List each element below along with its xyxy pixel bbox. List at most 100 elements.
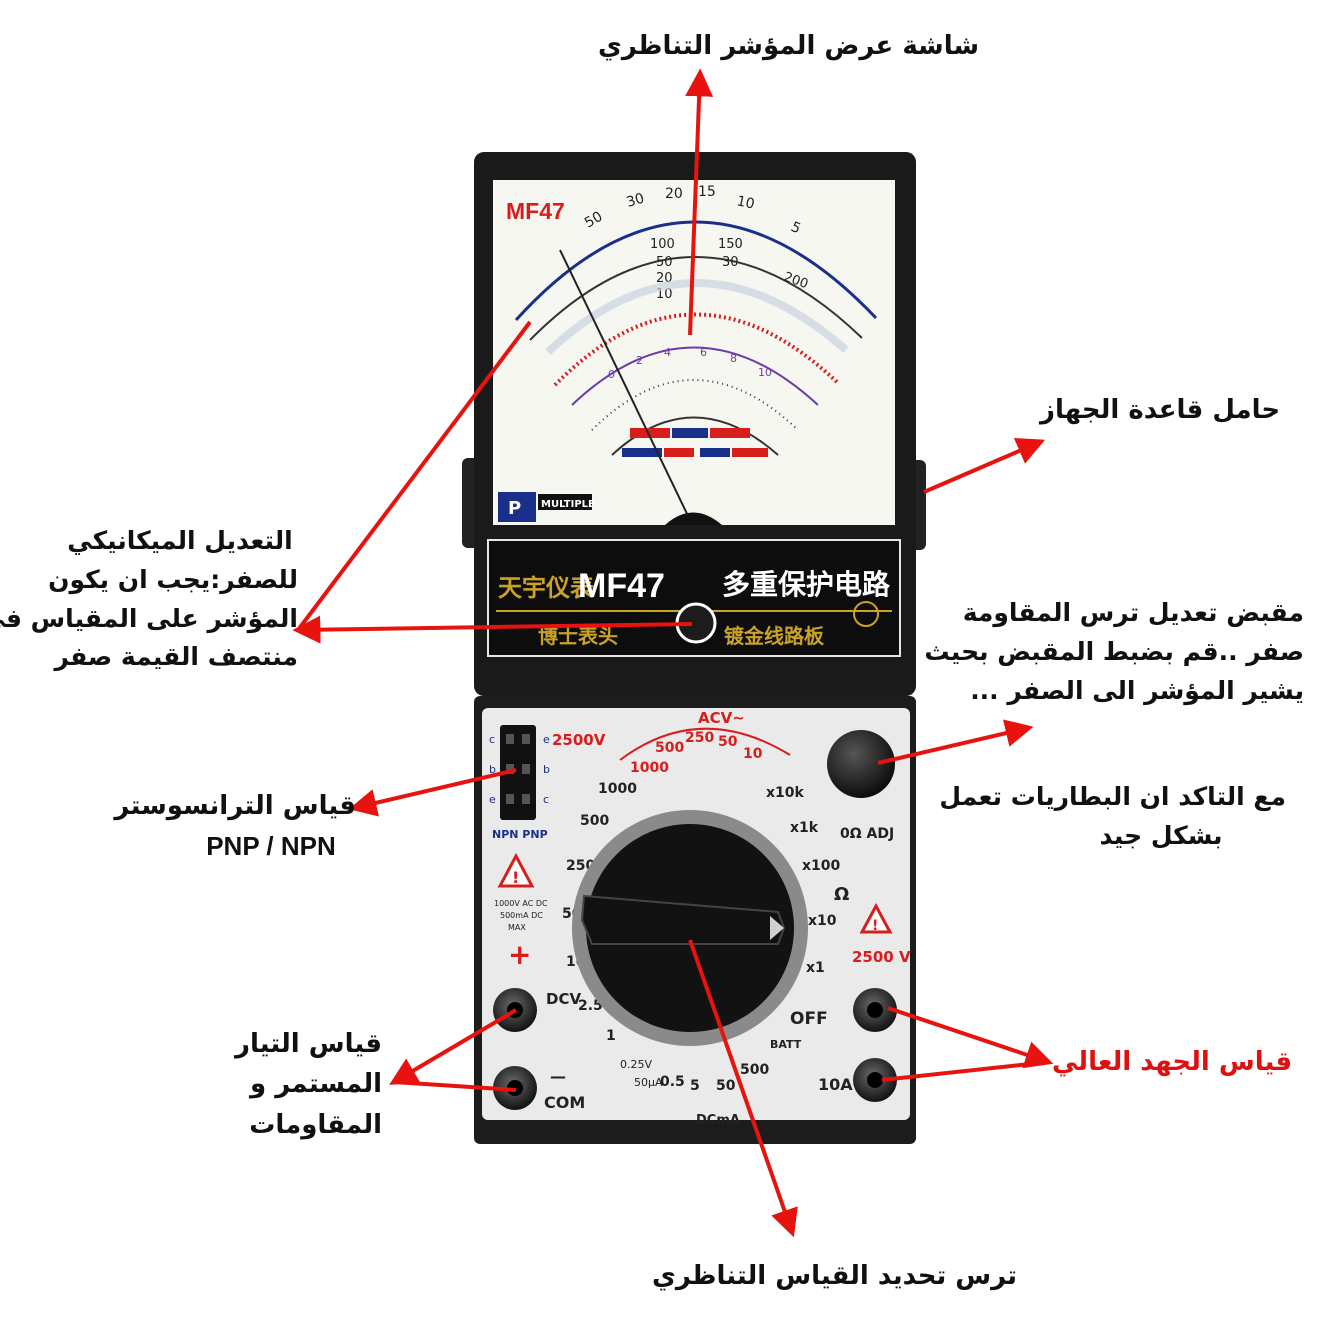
mirror-strip (545, 279, 849, 355)
ohm-range-4: x1 (806, 960, 825, 976)
brand-emblem (853, 601, 879, 627)
dcv-range-6: 1 (606, 1028, 616, 1044)
dcv-range-5: 2.5 (578, 998, 603, 1014)
dial-top-1: 30 (625, 191, 647, 211)
meter-needle (559, 249, 691, 521)
dcv-range-1: 500 (580, 813, 609, 829)
label-battery-note: مع التاكد ان البطاريات تعمل بشكل جيد (939, 778, 1286, 856)
label-high-voltage: قياس الجهد العالي (1052, 1047, 1293, 1077)
mf47-face-logo: MF47 (506, 198, 565, 224)
ohm-adjust-knob[interactable] (827, 730, 895, 798)
warning-glyph-left: ! (512, 868, 519, 887)
dial-top-3: 15 (698, 184, 716, 200)
scale-arc-hfe (591, 379, 799, 431)
transistor-types: PNP / NPN (206, 831, 336, 862)
dial-inner-1: 2 (636, 354, 643, 367)
arrow-high-voltage-a (887, 1006, 1054, 1069)
dial-inner-4: 8 (730, 352, 737, 365)
warning-glyph-right: ! (872, 918, 878, 934)
hfe-c-right: c (543, 793, 549, 806)
a10-label: 10A (818, 1075, 853, 1094)
label-dc-current: قياس التيار المستمر و المقاومات (235, 1024, 382, 1145)
battery-note-line-0: مع التاكد ان البطاريات تعمل (939, 782, 1286, 811)
transistor-title: قياس الترانسوستر (114, 791, 356, 821)
label-transistor: قياس الترانسوستر PNP / NPN (114, 786, 356, 867)
needle-pivot-cover (665, 512, 722, 525)
acv-range-0: 1000 (630, 760, 669, 776)
dial-inner-3: 6 (700, 346, 707, 359)
selector-pointer-bar (580, 894, 786, 945)
hfe-b-left: b (489, 763, 496, 776)
dc-current-line-1: المستمر و (250, 1069, 382, 1100)
dc-current-line-2: المقاومات (249, 1109, 382, 1140)
dcma-range-0: 0.25V (620, 1058, 652, 1071)
multiple-label-box (538, 494, 592, 510)
transistor-socket-holes (506, 734, 530, 804)
brand-cn: 天宇仪表 (498, 574, 595, 602)
hfe-c-left: c (489, 733, 495, 746)
zero-adjust-line-2: المؤشر على المقياس في (0, 603, 298, 633)
dcma-range-4: 50 (716, 1078, 736, 1094)
arrow-zero-adjust-b (296, 320, 532, 632)
dcma-range-1: 50μA (634, 1076, 663, 1089)
acv-range-2: 250 (685, 730, 714, 746)
battery-note-line-1: بشكل جيد (1099, 820, 1223, 850)
hfe-e-left: e (489, 793, 496, 806)
v2500-label-top: 2500V (552, 731, 606, 749)
ohm-range-0: x10k (766, 785, 805, 801)
label-ohm-adjust: مقبض تعديل ترس المقاومة صفر ..قم بضبط ال… (924, 594, 1304, 710)
scale-arc-purple (571, 346, 819, 406)
ohm-range-3: x10 (808, 913, 837, 929)
v2500-right-label: 2500 V (852, 948, 911, 966)
arrow-zero-adjust-a (292, 615, 693, 644)
multiple-label: MULTIPLE (541, 499, 595, 510)
board-cn: 镀金线路板 (724, 624, 825, 648)
arrow-transistor (348, 768, 517, 817)
scale-arc-acv (553, 312, 840, 387)
arrow-selector (688, 939, 798, 1238)
batt-label: BATT (770, 1038, 802, 1051)
scale-arc-db (611, 416, 779, 456)
multiple-logo-letter: P (508, 498, 521, 519)
zero-adjust-line-3: منتصف القيمة صفر (54, 642, 298, 672)
zero-adjust-line-0: التعديل الميكانيكي (67, 526, 293, 555)
acv-label: ACV~ (698, 709, 745, 727)
dial-mid-4: 150 (718, 237, 743, 252)
annotation-arrows (292, 68, 1054, 1238)
arrow-dc-current-a (389, 1008, 518, 1085)
arrow-high-voltage-b (881, 1060, 1049, 1082)
dcv-label: DCV (546, 990, 581, 1008)
off-label: OFF (790, 1009, 828, 1029)
arrow-dc-current-b (393, 1080, 517, 1092)
ohm-symbol: Ω (834, 884, 849, 905)
spec-line-0: 1000V AC DC (494, 899, 548, 908)
label-base-holder: حامل قاعدة الجهاز (1040, 395, 1281, 425)
dial-inner-5: 10 (758, 366, 772, 379)
dc-current-line-0: قياس التيار (235, 1029, 382, 1059)
dial-inner-0: 0 (608, 368, 615, 381)
warning-triangle-right (859, 902, 893, 934)
hfe-e-right: e (543, 733, 550, 746)
multiple-logo-box (498, 492, 536, 522)
acv-range-1: 500 (655, 740, 684, 756)
dcma-range-2: 0.5 (660, 1074, 685, 1090)
dcma-range-3: 5 (690, 1078, 700, 1094)
spec-line-2: MAX (508, 923, 526, 932)
dcv-range-0: 1000 (598, 781, 637, 797)
brand-model: MF47 (578, 567, 665, 605)
arrow-base-holder (923, 438, 1046, 494)
hfe-b-right: b (543, 763, 550, 776)
zero-adjust-line-1: للصفر:يجب ان يكون (48, 564, 298, 594)
dial-mid-5: 30 (722, 255, 739, 270)
dial-inner-2: 4 (664, 346, 671, 359)
label-zero-adjust: التعديل الميكانيكي للصفر:يجب ان يكون الم… (0, 522, 298, 677)
dial-mid-0: 100 (650, 237, 675, 252)
range-selector-dial[interactable] (572, 810, 808, 1046)
protection-cn: 多重保护电路 (722, 568, 891, 601)
warning-triangle-left (497, 852, 535, 888)
plus-sign: + (508, 938, 531, 971)
minus-sign: — (550, 1067, 566, 1086)
ohm-adjust-line-2: يشير المؤشر الى الصفر ... (970, 675, 1304, 705)
acv-range-3: 50 (718, 734, 738, 750)
